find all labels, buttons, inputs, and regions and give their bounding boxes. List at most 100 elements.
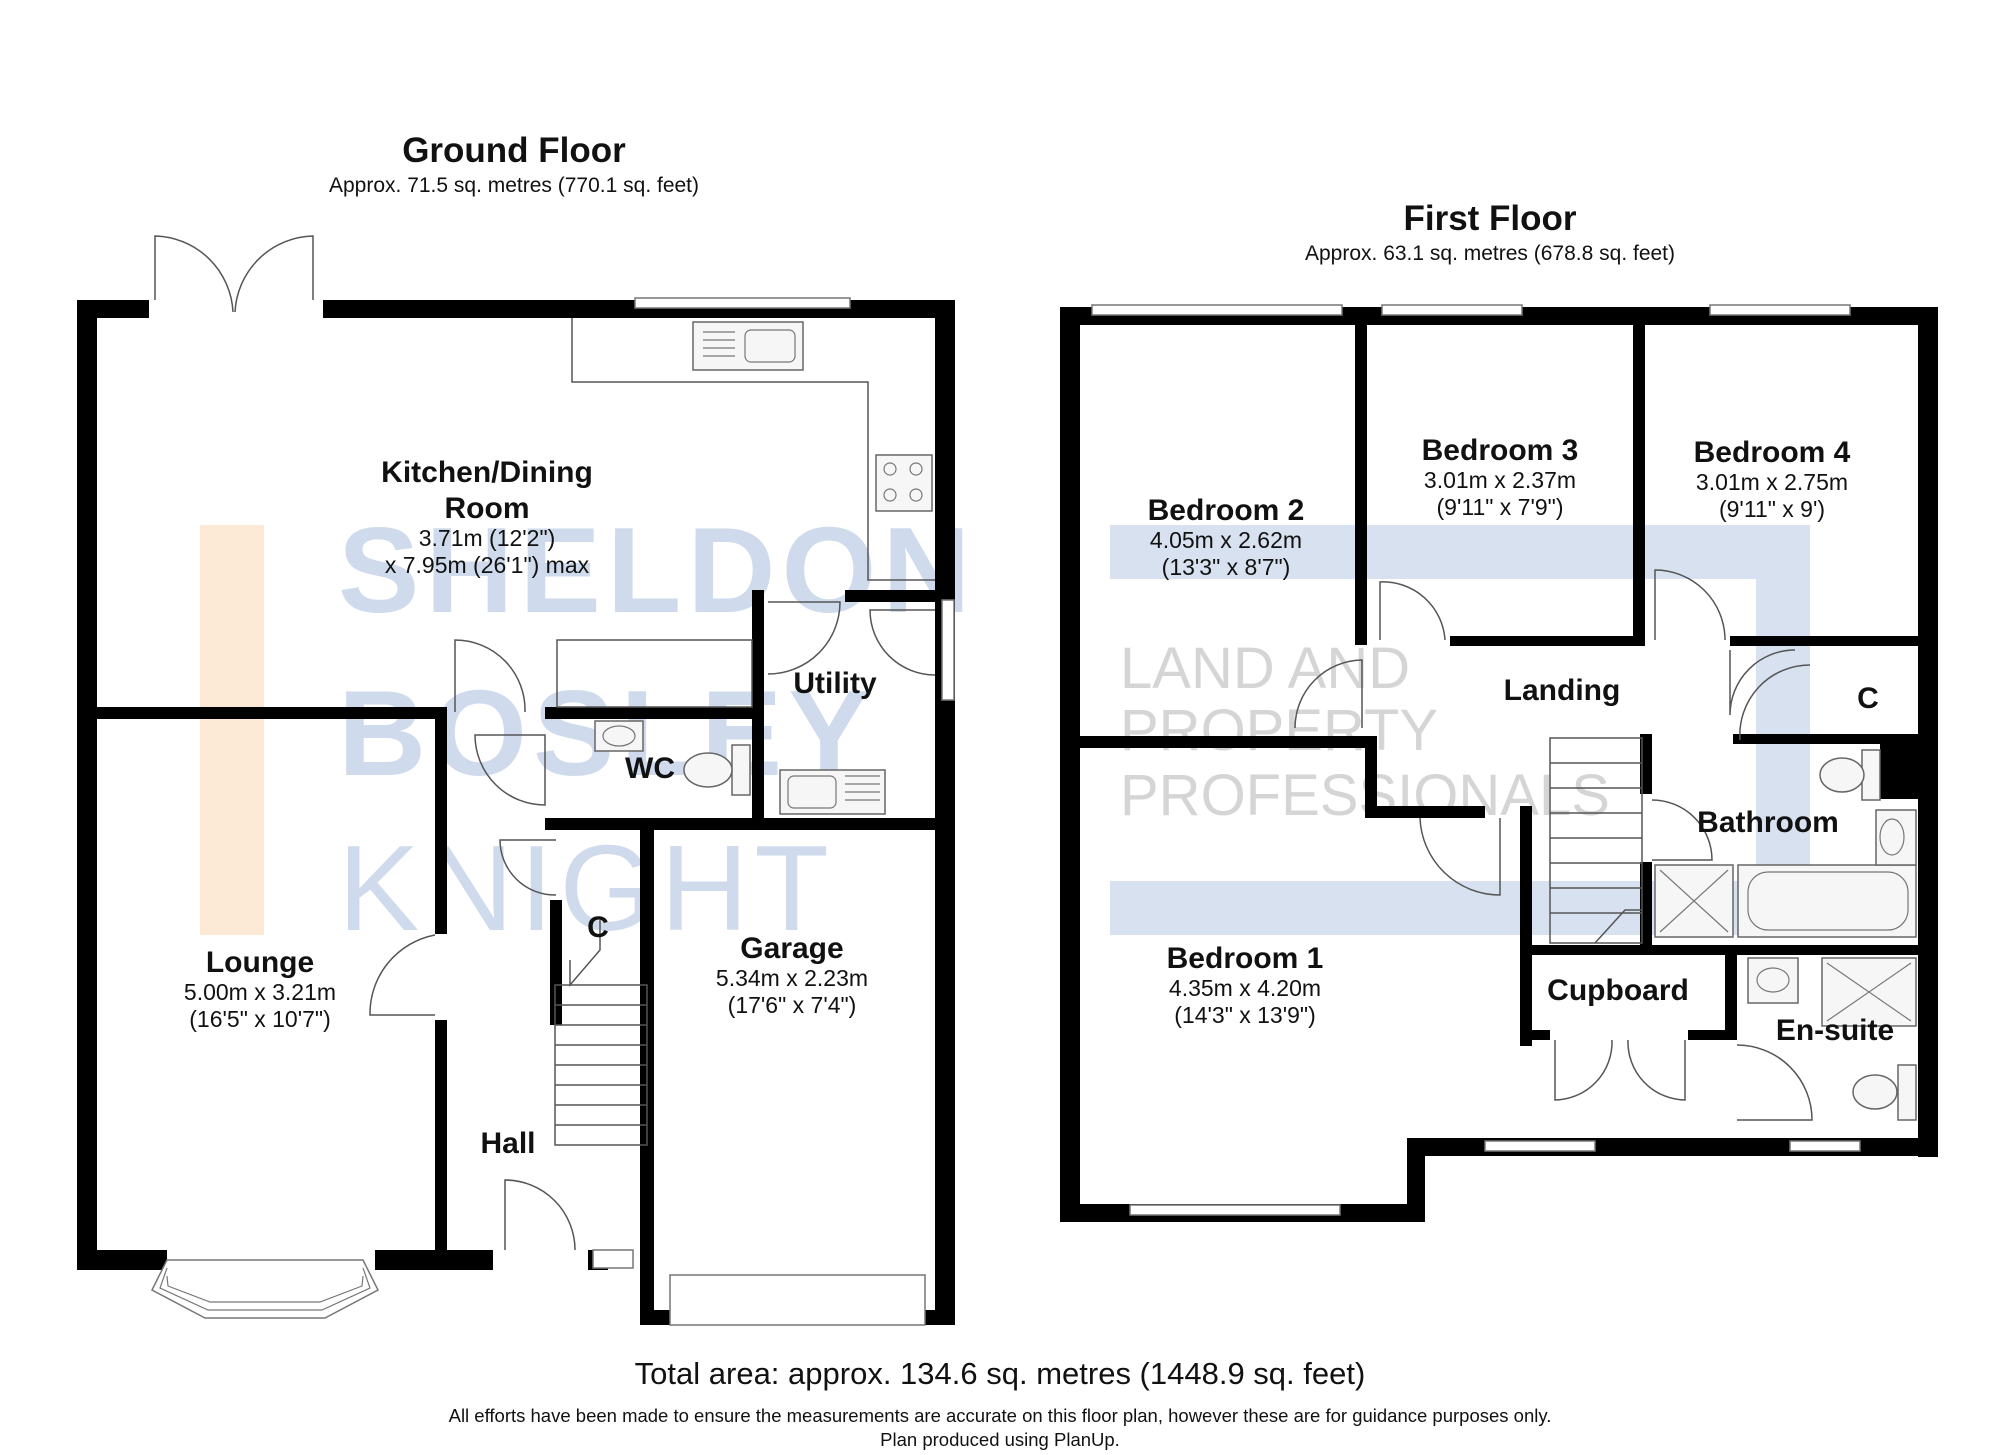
ground-wall-garage-bottom-right [925,1310,955,1325]
watermark-blue-bar-top [1110,525,1810,579]
first-wall-right [1918,307,1938,1157]
utility-name: Utility [793,667,877,700]
ground-wall-utility-top [752,590,764,602]
ground-wall-left [77,300,97,1270]
disclaimer-line1: All efforts have been made to ensure the… [449,1405,1552,1426]
bedroom3-name: Bedroom 3 [1422,434,1579,467]
watermark-line3: KNIGHT [338,820,835,956]
first-window-bed2 [1091,304,1343,316]
first-floor-plan: First Floor Approx. 63.1 sq. metres (678… [1060,199,1938,1222]
ground-wall-utility-top-right [845,590,940,602]
first-wall-bath-bottom [1640,945,1920,955]
ground-wall-kitchen-lounge [97,707,447,719]
cupboard-name: Cupboard [1547,974,1689,1007]
watermark-tag3: PROFESSIONALS [1120,763,1610,828]
first-window-bed1 [1129,1204,1341,1216]
first-wall-cupboard-bottom2 [1688,1030,1728,1040]
ground-window-garage-door [669,1274,926,1326]
kitchen-name-line2: Room [445,492,530,525]
ensuite-cistern [1897,1064,1917,1121]
ground-wall-bottom-mid [375,1250,493,1270]
first-floor-title: First Floor [1403,199,1576,238]
bathroom-name: Bathroom [1697,806,1839,839]
lounge-name: Lounge [206,946,314,979]
first-wall-bed3-bed4 [1633,325,1645,645]
footer: Total area: approx. 134.6 sq. metres (14… [449,1356,1552,1450]
bedroom1-name: Bedroom 1 [1167,942,1324,975]
ground-wall-lounge-hall-lower [435,1020,447,1260]
first-wall-landing-step [1365,736,1377,816]
ground-floor-area: Approx. 71.5 sq. metres (770.1 sq. feet) [329,174,699,197]
first-window-ensuite [1789,1140,1861,1152]
ground-floor-title: Ground Floor [402,131,626,170]
wc-worktop [556,639,753,708]
first-cupboard-c-name: C [1857,682,1879,715]
ground-window-hall-side [592,1249,634,1269]
first-stairs [1549,737,1643,944]
wc-name: WC [625,752,675,785]
first-wall-landing-step2 [1365,806,1485,818]
landing-name: Landing [1504,674,1621,707]
watermark-tag2: PROPERTY [1120,698,1438,763]
first-wall-cupboard-c [1733,734,1920,744]
first-wall-bath-left [1640,734,1652,794]
bedroom3-dim-line2: (9'11" x 7'9") [1437,494,1564,520]
garage-dim-line1: 5.34m x 2.23m [716,965,868,991]
ensuite-name: En-suite [1776,1014,1894,1047]
ground-doors [154,235,936,1251]
kitchen-sink [692,321,804,371]
first-floor-area: Approx. 63.1 sq. metres (678.8 sq. feet) [1305,242,1675,265]
first-wall-cupboard-bottom [1520,1030,1550,1040]
ground-wall-utility-left [752,590,764,820]
ground-window-utility [941,599,955,701]
first-window-cupboard [1484,1140,1596,1152]
first-wall-cupboard-right [1725,945,1737,1035]
bedroom1-dim-line2: (14'3" x 13'9") [1174,1002,1315,1028]
ground-wall-kitchen-wc [545,707,755,719]
first-window-bed4 [1709,304,1851,316]
first-wall-step [1407,1138,1425,1222]
first-wall-left [1060,307,1080,1222]
bath-tub [1737,864,1917,938]
kitchen-dim-line1: 3.71m (12'2") [419,525,556,551]
bedroom2-dim-line2: (13'3" x 8'7") [1162,554,1291,580]
first-wall-bed2-bed3 [1355,325,1367,645]
ground-floor-plan: Ground Floor Approx. 71.5 sq. metres (77… [77,131,955,1326]
first-wall-bed2-bed1 [1080,736,1365,748]
first-wall-cupboard-top [1520,945,1650,955]
lounge-dim-line2: (16'5" x 10'7") [189,1006,330,1032]
bedroom1-dim-line1: 4.35m x 4.20m [1169,975,1321,1001]
bedroom3-dim-line1: 3.01m x 2.37m [1424,467,1576,493]
bath-toilet [1819,757,1865,793]
kitchen-worktop [571,318,935,581]
first-wall-bed3-bottom [1450,636,1645,646]
first-wall-ensuite-chimney [1880,744,1920,799]
first-wall-stair-left [1520,806,1532,1046]
bedroom4-dim-line2: (9'11" x 9') [1719,496,1825,522]
bedroom2-name: Bedroom 2 [1148,494,1305,527]
first-doors [1294,569,1813,1121]
ground-stairs [554,920,648,1146]
ground-wall-bottom-left [77,1250,167,1270]
ensuite-toilet [1852,1074,1898,1110]
first-wall-ensuite-left [1725,1030,1737,1040]
wc-cistern [731,744,751,796]
watermark-line1: SHELDON [338,502,976,638]
ground-wall-hall-cupboard [550,900,562,1025]
bedroom4-dim-line1: 3.01m x 2.75m [1696,469,1848,495]
first-wall-bed4-bottom [1730,636,1920,646]
watermark-tag1: LAND AND [1120,636,1410,701]
bath-basin [1875,809,1917,866]
wc-toilet [683,752,733,788]
garage-name: Garage [740,932,843,965]
kitchen-hob [875,454,933,512]
ground-window-bay [151,1259,379,1319]
ensuite-basin [1747,957,1799,1004]
ground-wall-right [935,300,955,1325]
ground-wall-utility-bottom [752,818,942,830]
lounge-dim-line1: 5.00m x 3.21m [184,979,336,1005]
hall-name: Hall [480,1127,535,1160]
bedroom2-dim-line1: 4.05m x 2.62m [1150,527,1302,553]
kitchen-name-line1: Kitchen/Dining [381,456,593,489]
